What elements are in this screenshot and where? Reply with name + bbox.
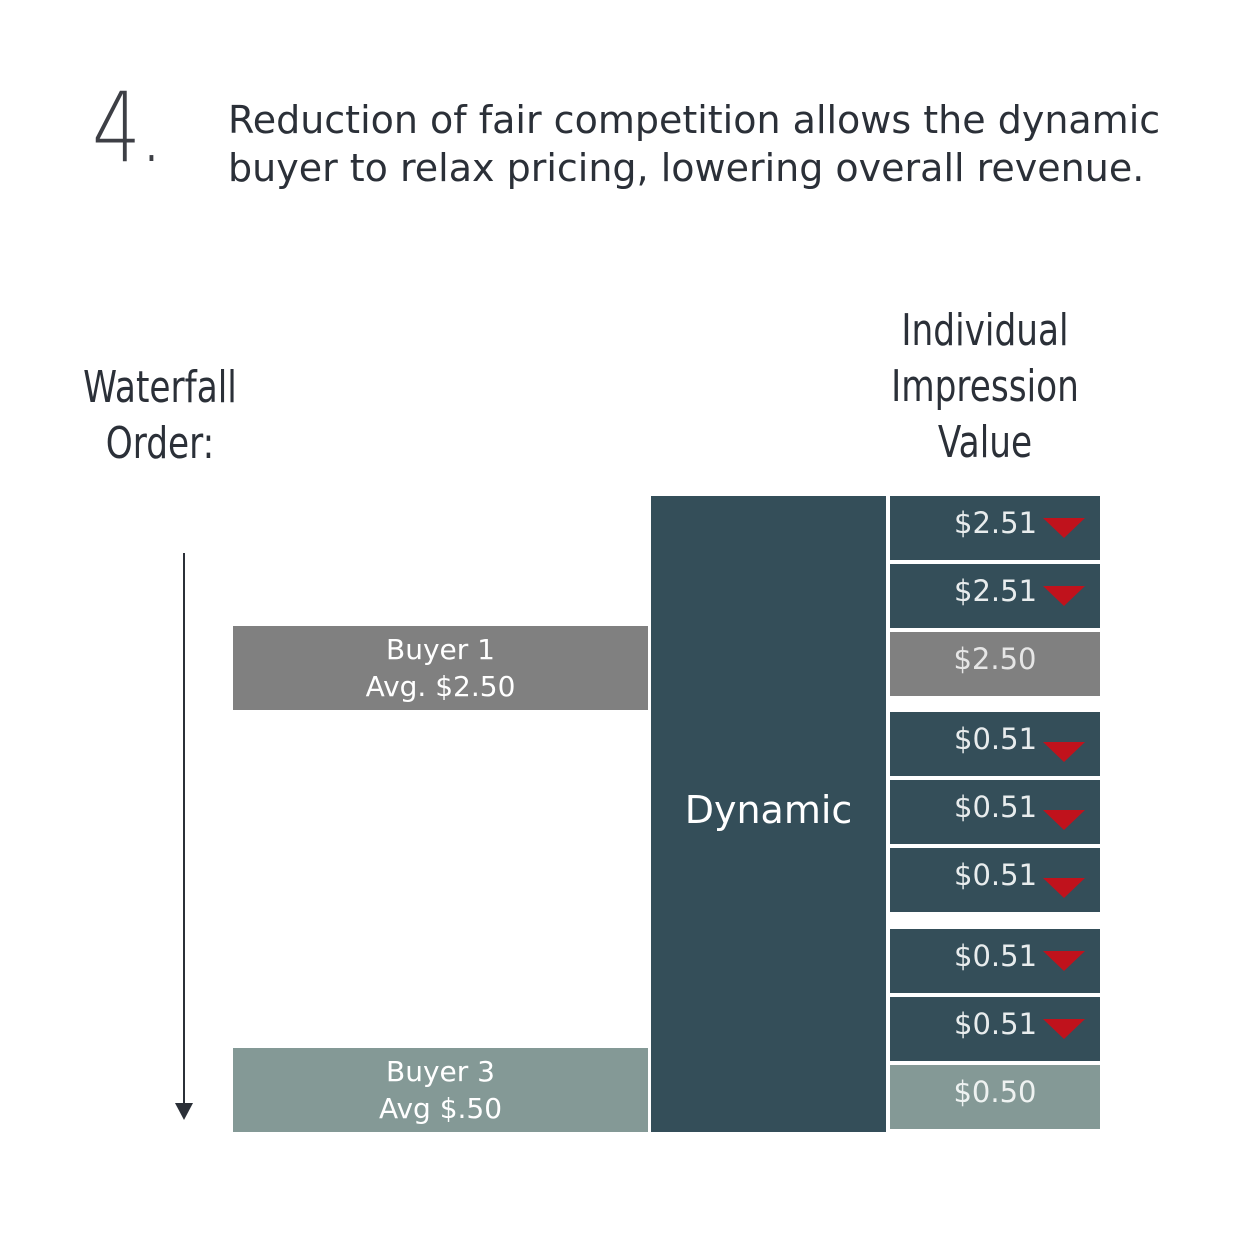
headline-line-2: buyer to relax pricing, lowering overall… bbox=[228, 146, 1145, 190]
impression-value: $0.50 bbox=[953, 1075, 1037, 1109]
impression-cell: $0.51 bbox=[890, 997, 1100, 1061]
impression-cell: $0.51 bbox=[890, 848, 1100, 912]
down-arrow-icon bbox=[175, 1103, 193, 1120]
buyer-1-name: Buyer 1 bbox=[386, 633, 495, 666]
buyer-1-average: Avg. $2.50 bbox=[365, 670, 516, 703]
down-triangle-icon bbox=[1043, 810, 1085, 830]
headline-line-1: Reduction of fair competition allows the… bbox=[228, 98, 1161, 142]
impression-value: $2.51 bbox=[954, 506, 1038, 540]
impression-value: $0.51 bbox=[954, 858, 1038, 892]
down-triangle-icon bbox=[1043, 1019, 1085, 1039]
dynamic-buyer-block: Dynamic bbox=[651, 496, 886, 1132]
impression-value: $0.51 bbox=[954, 1007, 1038, 1041]
impression-label-line-3: Value bbox=[937, 417, 1033, 468]
impression-cell: $0.51 bbox=[890, 780, 1100, 844]
impression-cell: $2.51 bbox=[890, 564, 1100, 628]
down-triangle-icon bbox=[1043, 878, 1085, 898]
down-triangle-icon bbox=[1043, 742, 1085, 762]
impression-value: $2.50 bbox=[953, 642, 1037, 676]
step-number: 4. bbox=[92, 72, 164, 184]
impression-cell: $2.50 bbox=[890, 632, 1100, 696]
headline: Reduction of fair competition allows the… bbox=[228, 96, 1208, 192]
impression-value: $0.51 bbox=[954, 722, 1038, 756]
impression-cell: $0.51 bbox=[890, 712, 1100, 776]
impression-cell: $2.51 bbox=[890, 496, 1100, 560]
buyer-3-average: Avg $.50 bbox=[378, 1092, 503, 1125]
buyer-3-name: Buyer 3 bbox=[386, 1055, 495, 1088]
impression-value: $0.51 bbox=[954, 790, 1038, 824]
buyer-3-bar: Buyer 3 Avg $.50 bbox=[233, 1048, 648, 1132]
impression-value-label: Individual Impression Value bbox=[884, 303, 1087, 471]
dynamic-label: Dynamic bbox=[684, 788, 853, 832]
impression-value: $0.51 bbox=[954, 939, 1038, 973]
down-triangle-icon bbox=[1043, 951, 1085, 971]
waterfall-label-line-1: Waterfall bbox=[83, 362, 237, 413]
waterfall-order-label: Waterfall Order: bbox=[66, 360, 253, 472]
impression-value: $2.51 bbox=[954, 574, 1038, 608]
arrow-line bbox=[183, 553, 185, 1105]
down-triangle-icon bbox=[1043, 586, 1085, 606]
impression-label-line-2: Impression bbox=[891, 361, 1079, 412]
impression-cell: $0.51 bbox=[890, 929, 1100, 993]
impression-label-line-1: Individual bbox=[901, 305, 1069, 356]
waterfall-label-line-2: Order: bbox=[105, 418, 215, 469]
buyer-1-bar: Buyer 1 Avg. $2.50 bbox=[233, 626, 648, 710]
impression-cell: $0.50 bbox=[890, 1065, 1100, 1129]
down-triangle-icon bbox=[1043, 518, 1085, 538]
